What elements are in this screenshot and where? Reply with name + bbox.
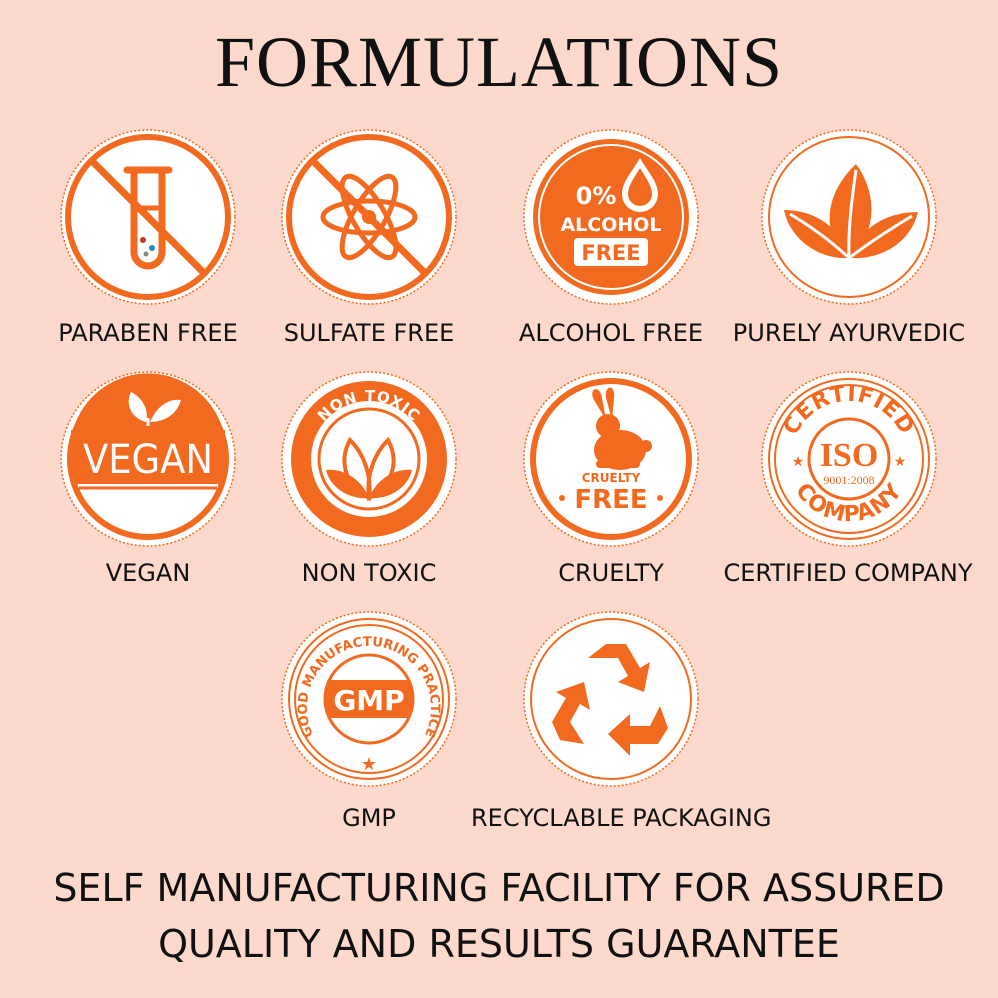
badge-text: VEGAN bbox=[83, 437, 213, 483]
badge-label: GMP bbox=[342, 804, 396, 832]
gmp-badge: GOOD MANUFACTURING PRACTICE GMP ★ bbox=[280, 610, 458, 788]
badge-text: 0% bbox=[576, 182, 617, 210]
rabbit-icon: CRUELTY FREE bbox=[523, 371, 699, 547]
badge-label: PARABEN FREE bbox=[58, 319, 238, 347]
badge-text: ALCOHOL bbox=[560, 214, 661, 236]
badge-label: SULFATE FREE bbox=[283, 319, 455, 347]
atom-crossed-icon bbox=[281, 129, 457, 305]
footer-line-1: SELF MANUFACTURING FACILITY FOR ASSURED bbox=[53, 866, 945, 910]
badge-label: CERTIFIED COMPANY bbox=[723, 559, 973, 587]
gmp-seal-icon: GOOD MANUFACTURING PRACTICE GMP ★ bbox=[281, 611, 457, 787]
badge-text: CRUELTY bbox=[582, 471, 641, 485]
alcohol-free-badge: 0% ALCOHOL FREE bbox=[522, 128, 700, 306]
recyclable-packaging-badge bbox=[522, 610, 700, 788]
badge-text: ISO bbox=[820, 437, 879, 474]
badge-label: VEGAN bbox=[105, 559, 191, 587]
badge-text: 9001:2008 bbox=[823, 473, 874, 487]
purely-ayurvedic-badge bbox=[760, 128, 938, 306]
badge-label: NON TOXIC bbox=[301, 559, 437, 587]
sulfate-free-badge bbox=[280, 128, 458, 306]
cruelty-free-badge: CRUELTY FREE bbox=[522, 370, 700, 548]
certified-company-badge: CERTIFIED COMPANY ISO 9001:2008 ★ ★ bbox=[760, 370, 938, 548]
svg-text:★: ★ bbox=[361, 754, 377, 774]
recycle-icon bbox=[523, 611, 699, 787]
badge-label: CRUELTY bbox=[558, 559, 664, 587]
leaves-icon bbox=[761, 129, 937, 305]
vegan-leaf-icon: VEGAN bbox=[60, 371, 236, 547]
footer-line-2: QUALITY AND RESULTS GUARANTEE bbox=[158, 922, 840, 966]
badge-label: PURELY AYURVEDIC bbox=[732, 319, 966, 347]
iso-seal-icon: CERTIFIED COMPANY ISO 9001:2008 ★ ★ bbox=[761, 371, 937, 547]
non-toxic-badge: NON TOXIC bbox=[280, 370, 458, 548]
badge-text: GMP bbox=[333, 684, 404, 717]
non-toxic-seal-icon: NON TOXIC bbox=[281, 371, 457, 547]
badge-label: ALCOHOL FREE bbox=[518, 319, 704, 347]
badge-label: RECYCLABLE PACKAGING bbox=[471, 804, 772, 832]
badge-text: FREE bbox=[581, 241, 640, 265]
alcohol-drop-icon: 0% ALCOHOL FREE bbox=[523, 129, 699, 305]
vegan-badge: VEGAN bbox=[59, 370, 237, 548]
svg-text:★: ★ bbox=[894, 453, 907, 469]
paraben-free-badge bbox=[59, 128, 237, 306]
svg-text:★: ★ bbox=[792, 453, 805, 469]
test-tube-crossed-icon bbox=[60, 129, 236, 305]
page-title: FORMULATIONS bbox=[214, 22, 784, 102]
badge-text: FREE bbox=[574, 485, 647, 515]
